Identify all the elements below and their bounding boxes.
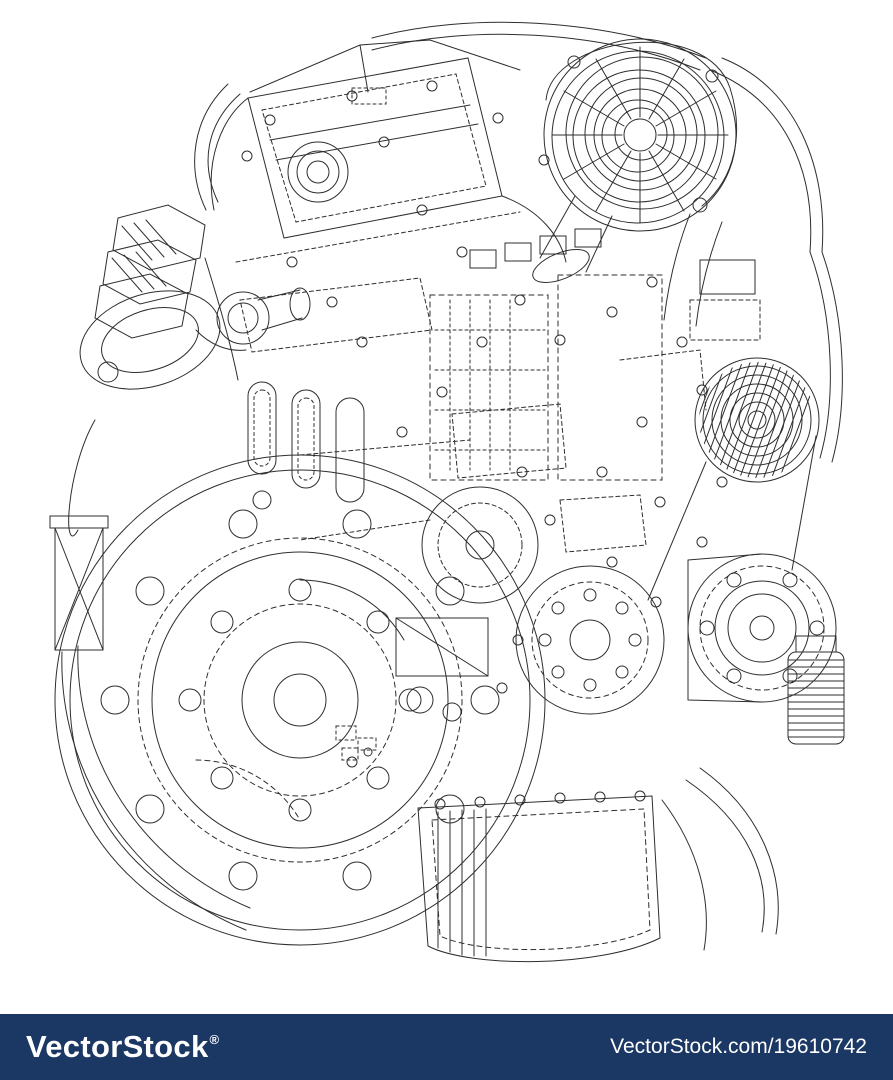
engine-block [204,211,707,553]
bolts [241,80,728,694]
hoses [194,21,843,951]
registered-trademark: ® [209,1032,220,1047]
image-credit: VectorStock.com/19610742 [610,1035,867,1058]
alternator-pulley [647,259,820,601]
brand-text: VectorStock [26,1029,209,1064]
ribbed-filter [787,635,845,745]
timing-gears [421,486,665,715]
engine-wireframe-illustration [49,21,845,963]
turbocharger [532,38,738,327]
valve-cover [210,39,567,263]
vectorstock-logo: VectorStock® [26,1029,219,1065]
water-pump-housing [79,287,311,390]
output-flange [687,553,837,703]
exhaust-manifold [94,204,206,339]
bracket-cluster [335,617,489,768]
engine-mount [49,515,109,651]
engine-illustration-canvas [49,21,845,963]
block-slots [247,381,365,510]
flywheel-housing [54,419,546,946]
oil-pan [417,790,661,963]
watermark-bar: VectorStock® VectorStock.com/19610742 [0,1014,893,1080]
